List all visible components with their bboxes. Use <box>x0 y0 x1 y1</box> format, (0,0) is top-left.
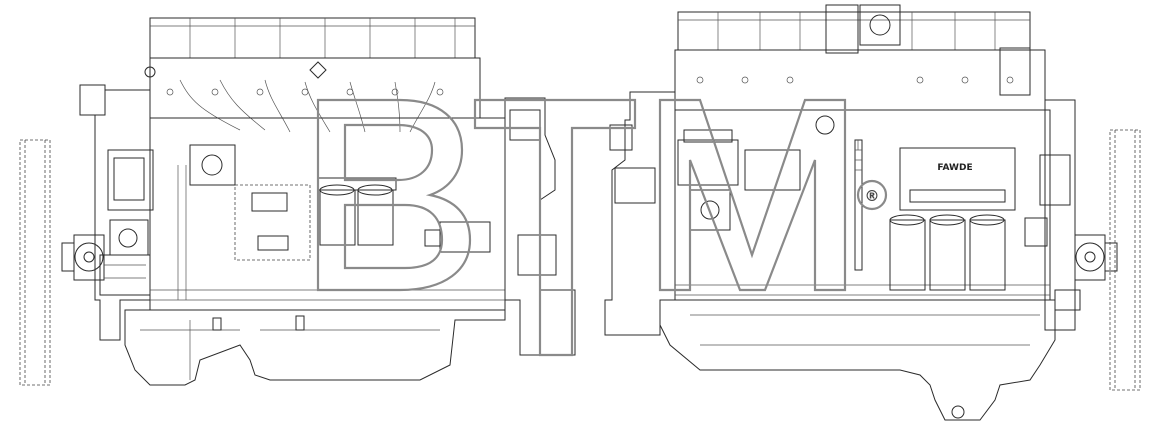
left-fuel-pump <box>177 144 236 300</box>
right-oil-pan <box>659 299 1056 421</box>
left-valve-cover <box>144 17 476 78</box>
left-front-pulley <box>61 234 105 281</box>
drain-plug-icon <box>951 405 965 419</box>
left-head-bolts <box>166 88 444 96</box>
left-ecu <box>234 184 311 261</box>
watermark: ® <box>316 98 888 357</box>
left-cylinder-head <box>149 57 481 133</box>
right-oil-filters <box>889 214 1006 291</box>
right-radiator-outline <box>1109 129 1141 391</box>
right-head-bolts <box>696 76 1014 84</box>
left-engine-block <box>149 117 506 311</box>
right-front-pulley <box>1074 234 1118 281</box>
head-plug-icon <box>309 61 327 79</box>
left-radiator-outline <box>19 139 51 386</box>
brand-label: FAWDE <box>937 163 972 173</box>
left-engine-view <box>19 17 576 386</box>
watermark-reg-mark: ® <box>865 187 880 205</box>
oil-dipstick-icon <box>212 317 222 331</box>
right-cylinder-head <box>674 47 1046 111</box>
right-valve-cover <box>677 11 1031 51</box>
left-front-housing <box>79 84 154 341</box>
brand-plate: FAWDE <box>899 147 1016 211</box>
right-intake-pipe <box>744 115 863 271</box>
right-front-housing <box>1024 99 1081 331</box>
left-starter-motor <box>424 221 491 253</box>
left-injector-lines <box>179 79 436 133</box>
right-air-compressor <box>677 129 739 231</box>
oil-drain-plug-icon <box>295 315 305 331</box>
left-oil-pan <box>124 309 506 386</box>
left-fuel-filters <box>317 177 397 246</box>
right-turbo-riser <box>825 4 901 54</box>
left-valve-cover-ribs <box>150 18 475 58</box>
right-engine-view: FAWDE <box>604 4 1141 421</box>
